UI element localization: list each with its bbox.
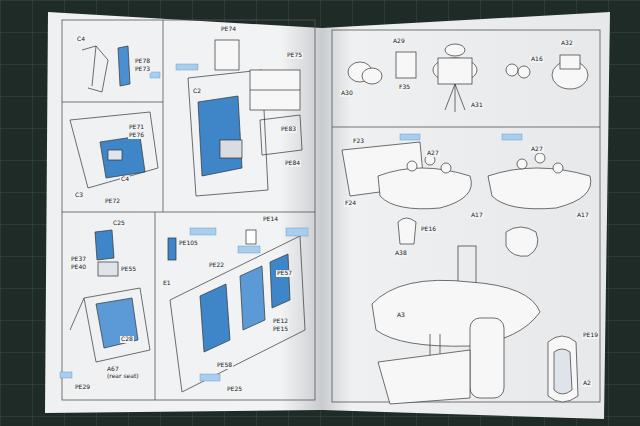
- part-callout: PE57: [276, 270, 293, 277]
- part-callout: PE58: [216, 362, 233, 369]
- part-callout: C28: [120, 336, 134, 343]
- part-callout: PE75: [286, 52, 303, 59]
- part-callout: PE25: [226, 386, 243, 393]
- part-callout: F35: [398, 84, 411, 91]
- part-callout: PE16: [420, 226, 437, 233]
- part-callout: C25: [112, 220, 126, 227]
- part-callout: PE78: [134, 58, 151, 65]
- part-callout: PE29: [74, 384, 91, 391]
- part-callout: PE105: [178, 240, 199, 247]
- part-callout: A27: [530, 146, 544, 153]
- part-callout: A17: [470, 212, 484, 219]
- part-callout: A2: [582, 380, 592, 387]
- part-callout: PE19: [582, 332, 599, 339]
- part-callout: A31: [470, 102, 484, 109]
- part-callout: F24: [344, 200, 357, 207]
- part-callout: E1: [162, 280, 172, 287]
- right-page: [322, 12, 610, 419]
- part-callout: PE40: [70, 264, 87, 271]
- part-callout: PE37: [70, 256, 87, 263]
- part-callout: (rear seat): [106, 373, 140, 380]
- part-callout: F23: [352, 138, 365, 145]
- part-callout: A17: [576, 212, 590, 219]
- part-callout: PE72: [104, 198, 121, 205]
- part-callout: PE73: [134, 66, 151, 73]
- part-callout: A38: [394, 250, 408, 257]
- part-callout: A32: [560, 40, 574, 47]
- assembly-drawings: [342, 44, 591, 404]
- part-callout: C4: [120, 176, 130, 183]
- part-callout: PE12: [272, 318, 289, 325]
- part-callout: A16: [530, 56, 544, 63]
- part-callout: C3: [74, 192, 84, 199]
- part-callout: PE83: [280, 126, 297, 133]
- part-callout: C2: [192, 88, 202, 95]
- part-drawings: [70, 40, 305, 392]
- part-callout: PE15: [272, 326, 289, 333]
- part-callout: A27: [426, 150, 440, 157]
- part-callout: A29: [392, 38, 406, 45]
- step-frames: [62, 20, 600, 402]
- part-callout: PE14: [262, 216, 279, 223]
- part-callout: PE55: [120, 266, 137, 273]
- part-callout: PE71: [128, 124, 145, 131]
- part-callout: PE76: [128, 132, 145, 139]
- part-callout: PE22: [208, 262, 225, 269]
- part-callout: PE74: [220, 26, 237, 33]
- part-callout: PE84: [284, 160, 301, 167]
- part-callout: A67: [106, 366, 120, 373]
- left-page: [45, 12, 322, 413]
- part-callout: A3: [396, 312, 406, 319]
- part-callout: C4: [76, 36, 86, 43]
- part-callout: A30: [340, 90, 354, 97]
